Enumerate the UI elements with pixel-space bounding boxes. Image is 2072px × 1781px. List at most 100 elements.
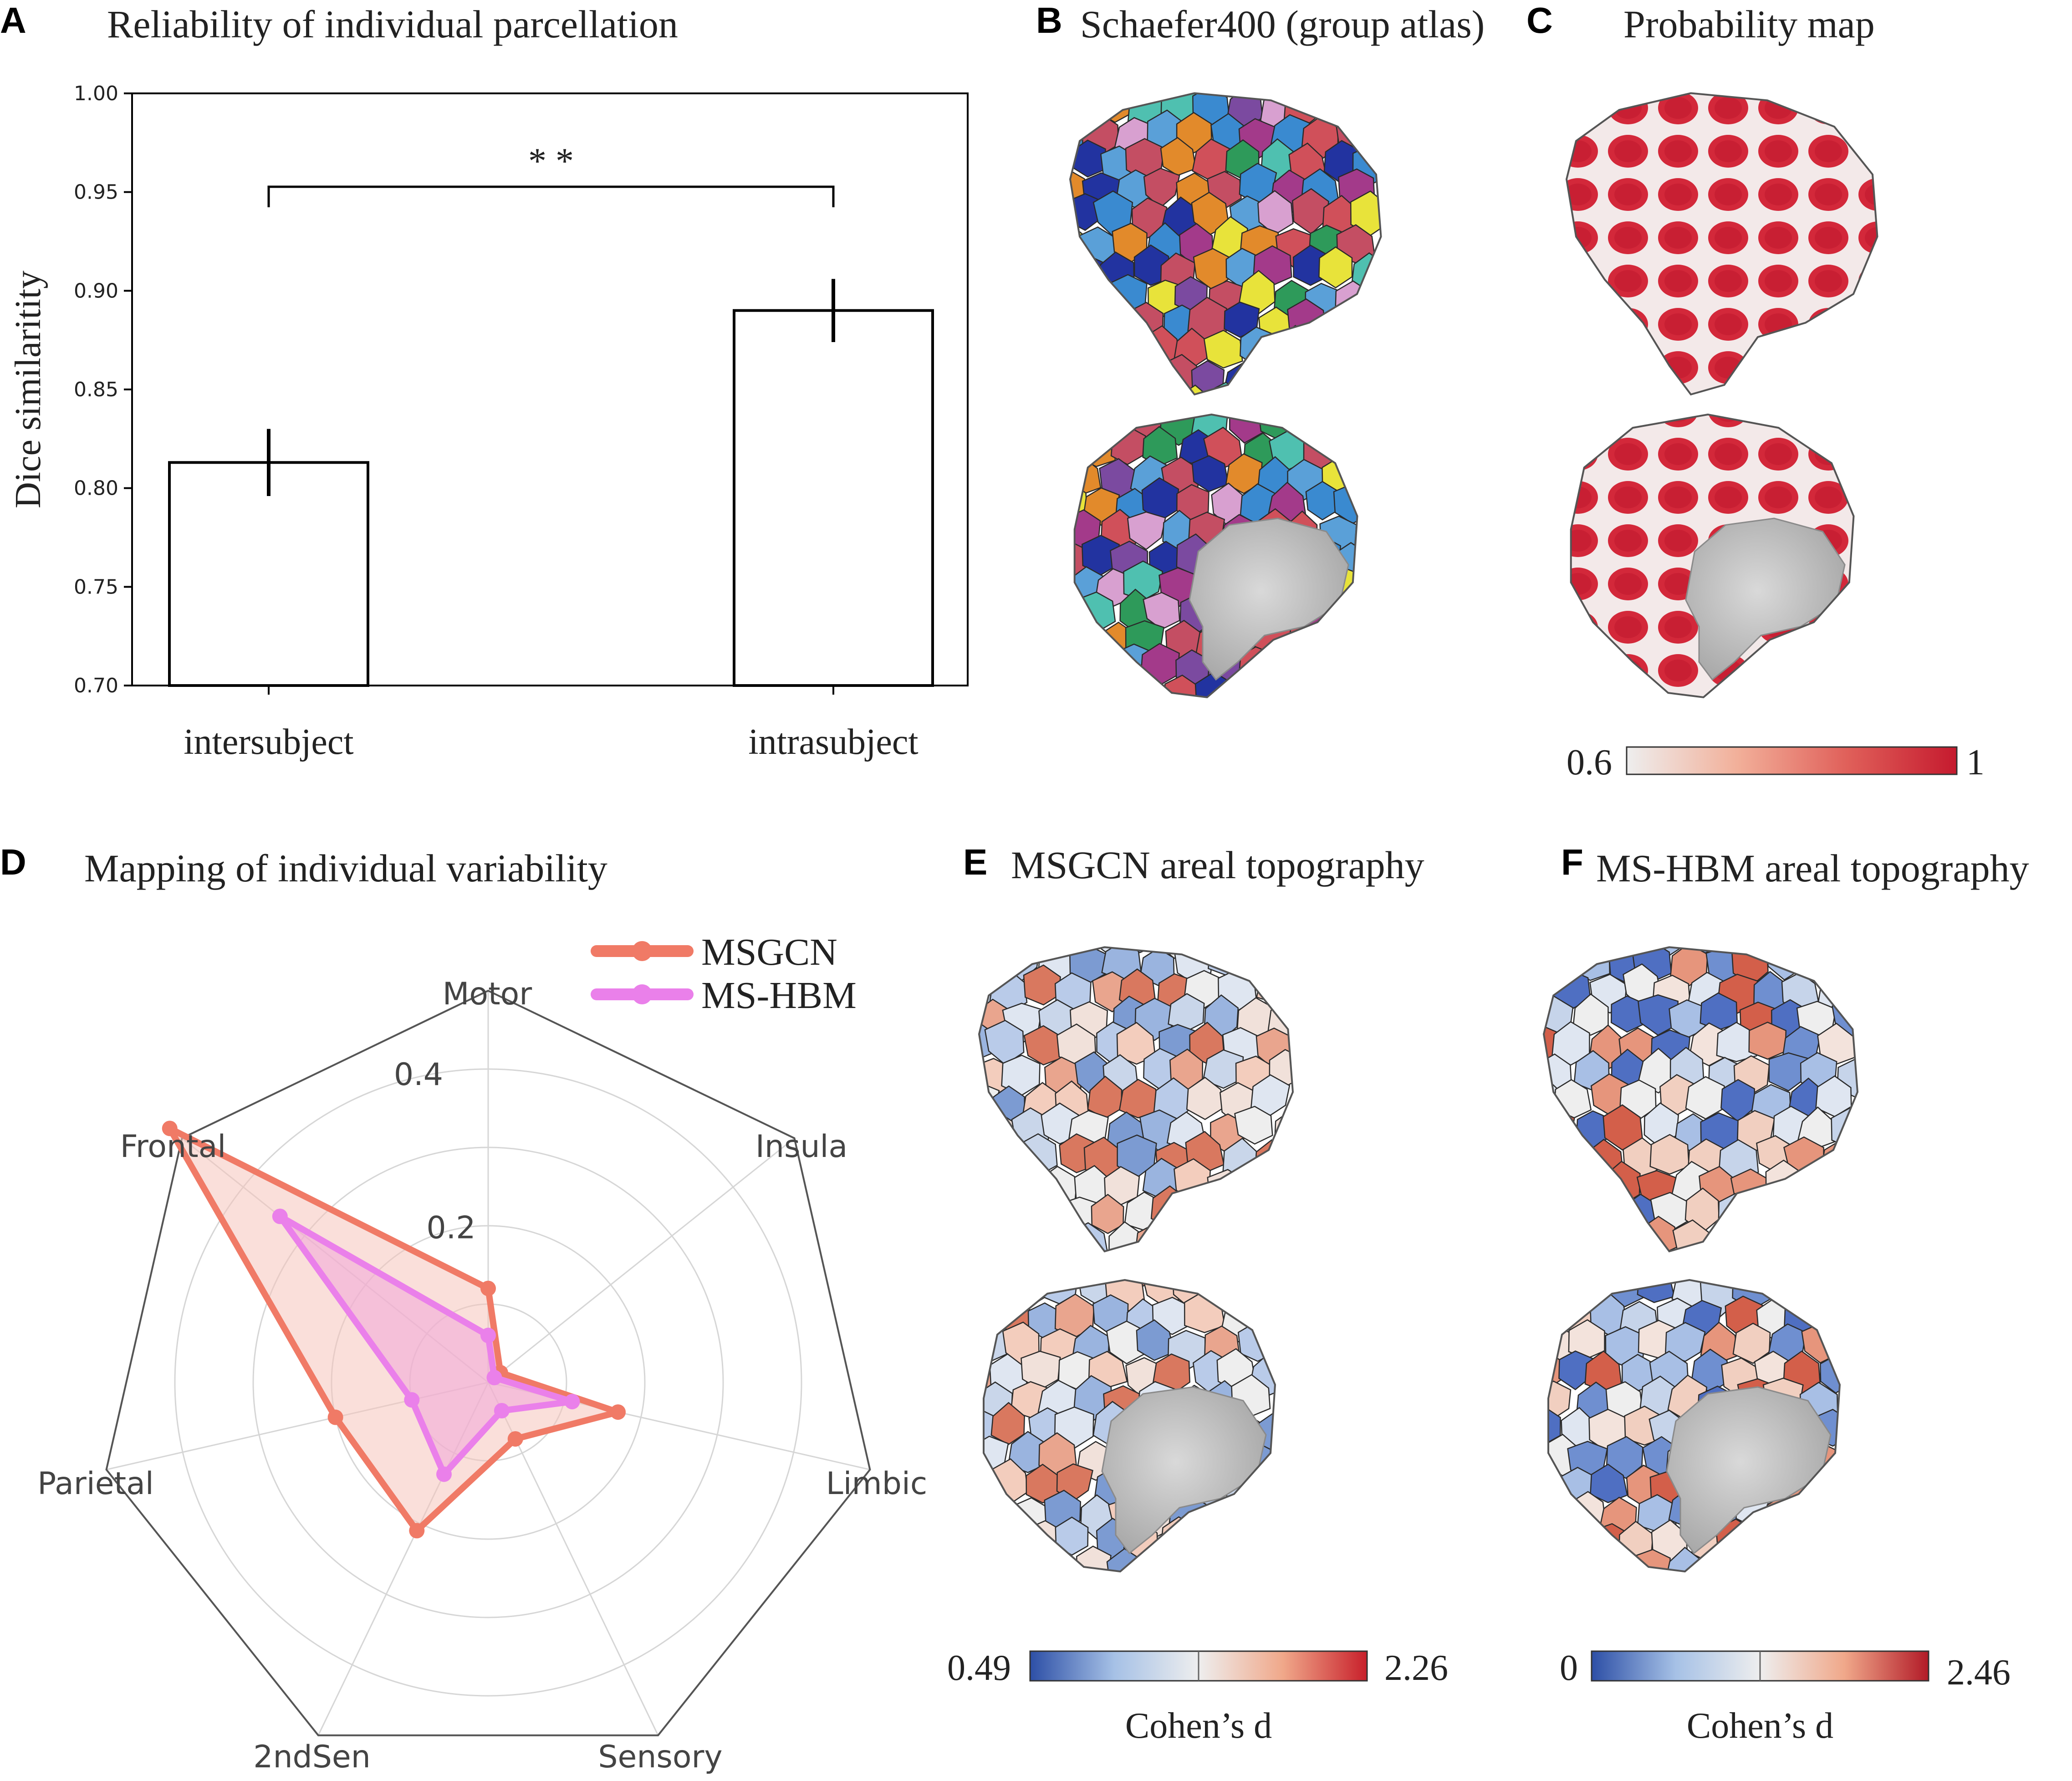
- radar-axis-label: Insula: [755, 1129, 847, 1165]
- parcel: [1544, 947, 1581, 983]
- parcel: [1223, 362, 1261, 394]
- parcel: [1186, 1076, 1223, 1120]
- parcel: [1089, 1280, 1126, 1284]
- parcel: [1070, 169, 1086, 206]
- parcel: [1076, 415, 1115, 418]
- parcel: [979, 947, 1001, 959]
- parcel: [1091, 1193, 1124, 1234]
- parcel: [979, 1219, 1014, 1252]
- parcel: [1031, 200, 1069, 239]
- parcel: [1270, 1162, 1293, 1202]
- parcel: [1602, 1104, 1643, 1151]
- atlas-brain-medial: [1029, 413, 1358, 708]
- significance-bracket: * *: [267, 141, 835, 207]
- parcel: [1260, 672, 1297, 697]
- parcel: [1141, 93, 1180, 102]
- parcel: [1074, 433, 1083, 476]
- parcel: [1836, 1220, 1858, 1252]
- parcel: [1076, 1546, 1112, 1571]
- parcel: [1291, 415, 1330, 439]
- parcel: [1141, 1551, 1181, 1571]
- parcel: [1276, 947, 1293, 983]
- parcel: [1707, 1225, 1743, 1252]
- panel-e-letter: E: [963, 842, 987, 882]
- parcel: [938, 1438, 974, 1482]
- parcel: [985, 1280, 1024, 1289]
- parcel: [1256, 1300, 1275, 1339]
- parcel: [991, 1189, 1026, 1231]
- parcel: [984, 1550, 1007, 1571]
- parcel: [1720, 1237, 1756, 1279]
- parcel: [1555, 1190, 1595, 1228]
- parcel: [1354, 306, 1381, 345]
- parcel: [1236, 1280, 1275, 1305]
- parcel: [1489, 1246, 1526, 1281]
- parcel: [1118, 1079, 1159, 1119]
- parcel: [1235, 93, 1273, 99]
- parcel: [1031, 143, 1069, 185]
- parcel: [1096, 674, 1134, 697]
- parcel: [1820, 1140, 1858, 1177]
- parcel: [1221, 1241, 1257, 1277]
- parcel: [1074, 415, 1100, 443]
- parcel: [1606, 1217, 1647, 1252]
- bar-chart: 0.700.750.800.850.900.951.00 intersubjec…: [8, 82, 969, 762]
- parcel: [1548, 1513, 1558, 1555]
- parcel: [1572, 993, 1609, 1036]
- significance-marker: * *: [528, 141, 574, 181]
- parcel: [1349, 93, 1381, 123]
- bar-y-tick-label: 0.75: [74, 575, 118, 599]
- parcel: [1098, 351, 1135, 394]
- parcel: [1252, 1461, 1275, 1507]
- parcel: [1070, 330, 1084, 373]
- probability-surface: [1567, 93, 1878, 394]
- radar-outer-frame: [105, 989, 871, 1736]
- parcel: [1026, 947, 1062, 955]
- parcel: [1070, 93, 1072, 128]
- parcel: [1255, 1139, 1291, 1181]
- radar-r-tick-label: 0.4: [394, 1057, 443, 1093]
- parcel: [1301, 328, 1340, 367]
- parcel: [1585, 1188, 1623, 1233]
- parcel: [1798, 1549, 1838, 1571]
- parcel: [940, 1105, 977, 1148]
- parcel: [979, 1194, 998, 1237]
- parcel: [1074, 592, 1084, 629]
- colorbar-c-min: 0.6: [1567, 742, 1612, 783]
- radar-axis-labels: MotorInsulaLimbicSensory2ndSenParietalFr…: [37, 976, 927, 1775]
- panel-f: F MS-HBM areal topography 0 2.46 Cohen’s…: [1489, 842, 2029, 1746]
- parcel: [1019, 1133, 1058, 1177]
- parcel: [1199, 1552, 1238, 1571]
- parcel: [1506, 1167, 1540, 1210]
- parcel: [1829, 1161, 1858, 1207]
- parcel: [1505, 1217, 1540, 1257]
- radar-spoke: [488, 1137, 795, 1383]
- parcel: [1029, 517, 1067, 557]
- parcel: [1031, 673, 1065, 708]
- parcel: [1030, 569, 1064, 608]
- colorbar-f-max: 2.46: [1947, 1653, 2011, 1693]
- parcel: [1027, 1192, 1066, 1232]
- radar-series: [162, 1121, 626, 1539]
- brain-outline: [1069, 92, 1382, 396]
- parcel: [1504, 1108, 1538, 1151]
- parcel: [1544, 1136, 1564, 1177]
- parcel: [1116, 1022, 1156, 1065]
- parcel: [1836, 947, 1858, 987]
- parcel: [1307, 93, 1343, 102]
- parcel: [1070, 356, 1101, 394]
- parcel: [1191, 455, 1229, 492]
- parcel: [939, 942, 975, 984]
- radar-axis-label: Limbic: [826, 1466, 927, 1502]
- parcel: [1224, 301, 1260, 338]
- parcel: [1803, 1280, 1838, 1314]
- parcel: [1757, 1239, 1795, 1277]
- parcel: [1205, 1220, 1246, 1252]
- parcel: [979, 1135, 992, 1180]
- bar-x-tick-label: intrasubject: [748, 722, 918, 762]
- parcel: [1544, 1189, 1564, 1233]
- parcel: [1234, 947, 1276, 980]
- radar-axis-label: 2ndSen: [253, 1739, 371, 1775]
- parcel: [1685, 947, 1723, 954]
- parcel: [1814, 1193, 1851, 1231]
